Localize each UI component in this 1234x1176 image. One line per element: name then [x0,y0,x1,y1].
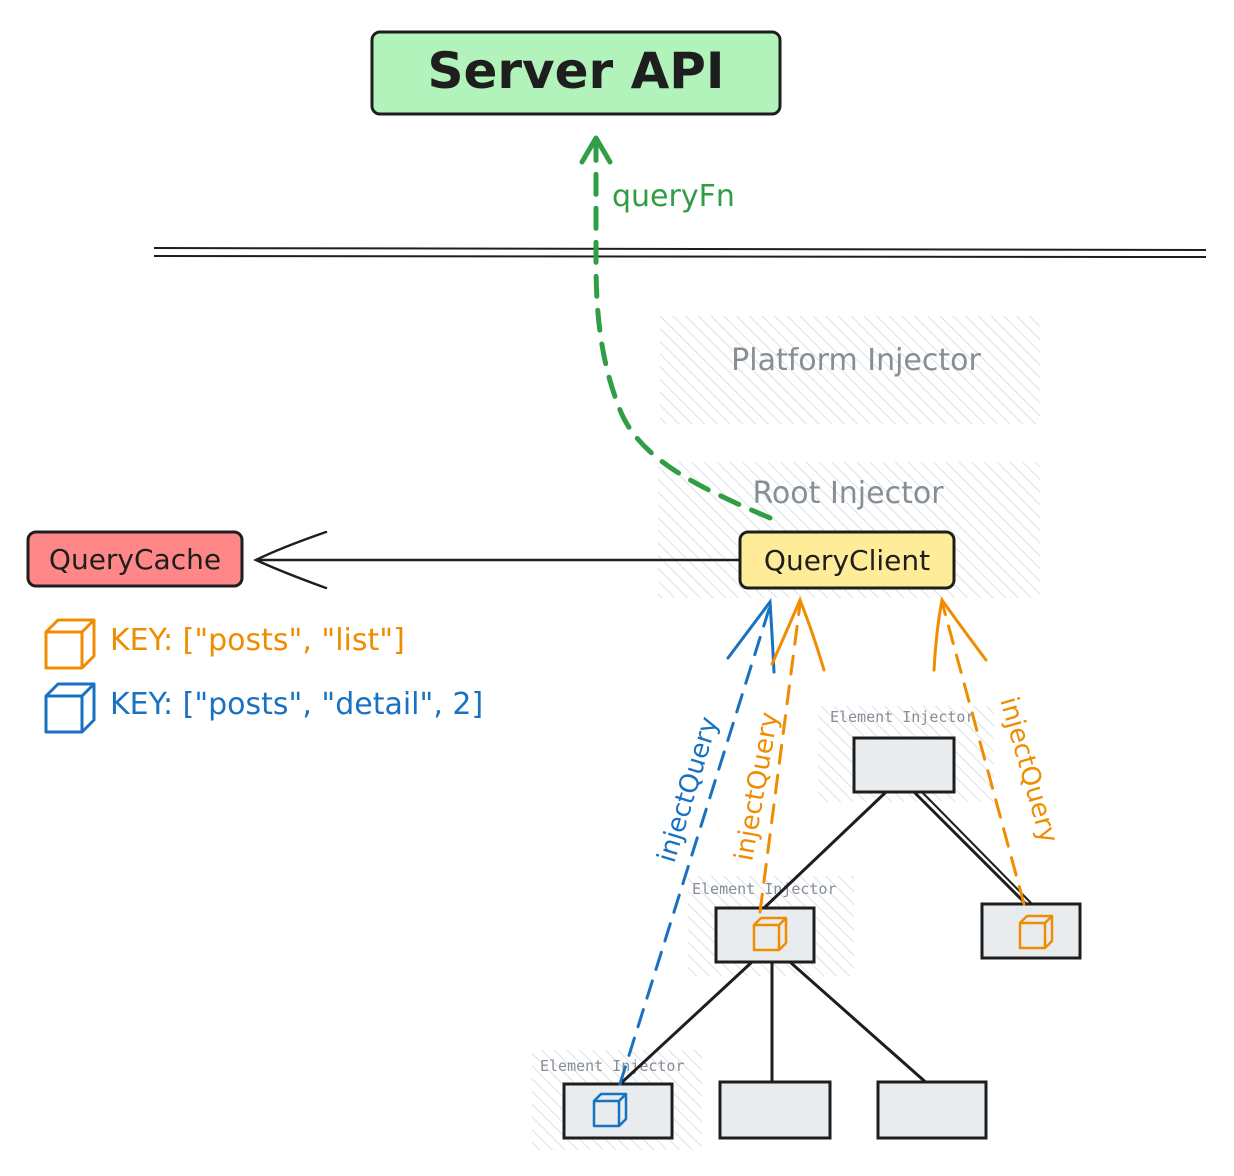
component-top [852,736,956,794]
component-bottom-center [718,1080,832,1140]
cube-icon-blue-bottom [592,1092,628,1128]
query-client-label: QueryClient [764,544,930,577]
query-fn-label: queryFn [612,179,735,214]
platform-injector-label: Platform Injector [731,343,981,378]
query-client-box [738,530,956,590]
tree-edge-top-to-right-a [912,790,1028,906]
element-injector-label-bottom: Element Injector [540,1057,685,1075]
key-blue-text: KEY: ["posts", "detail", 2] [110,687,483,722]
component-right [980,902,1082,960]
query-fn-arrow [593,143,773,521]
client-to-cache-arrowhead [253,530,328,590]
inject-query-arrow-orange-right [940,600,1026,906]
cube-icon-orange [44,618,96,670]
inject-query-label-orange-right: injectQuery [993,694,1063,847]
inject-query-arrowhead-orange-right [932,596,988,672]
platform-injector-region [660,316,1040,424]
element-injector-label-mid: Element Injector [692,880,837,898]
query-cache-box [26,530,244,588]
query-cache-label: QueryCache [49,543,221,576]
component-mid [714,906,816,964]
cube-icon-orange-right [1018,914,1054,950]
boundary-line-bottom [153,255,1207,258]
cube-icon-orange-mid [752,916,788,952]
tree-edge-mid-to-right [789,960,931,1088]
inject-query-arrow-blue [618,604,772,1086]
boundary-line-top [153,247,1207,251]
cube-icon-blue [44,682,96,734]
component-bottom-right [876,1080,988,1140]
inject-query-arrow-orange-mid [758,602,802,914]
element-injector-label-top: Element Injector [830,708,975,726]
query-fn-arrowhead [579,135,613,165]
inject-query-arrowhead-blue [726,597,776,674]
key-orange-text: KEY: ["posts", "list"] [110,623,405,658]
root-injector-label: Root Injector [752,476,944,511]
server-api-box [370,30,782,116]
server-api-title: Server API [427,42,724,100]
tree-edge-mid-to-left [616,960,754,1088]
tree-edge-top-to-right-b [921,791,1033,905]
inject-query-arrowhead-orange-mid [770,596,826,672]
tree-edge-top-to-mid [762,790,888,910]
